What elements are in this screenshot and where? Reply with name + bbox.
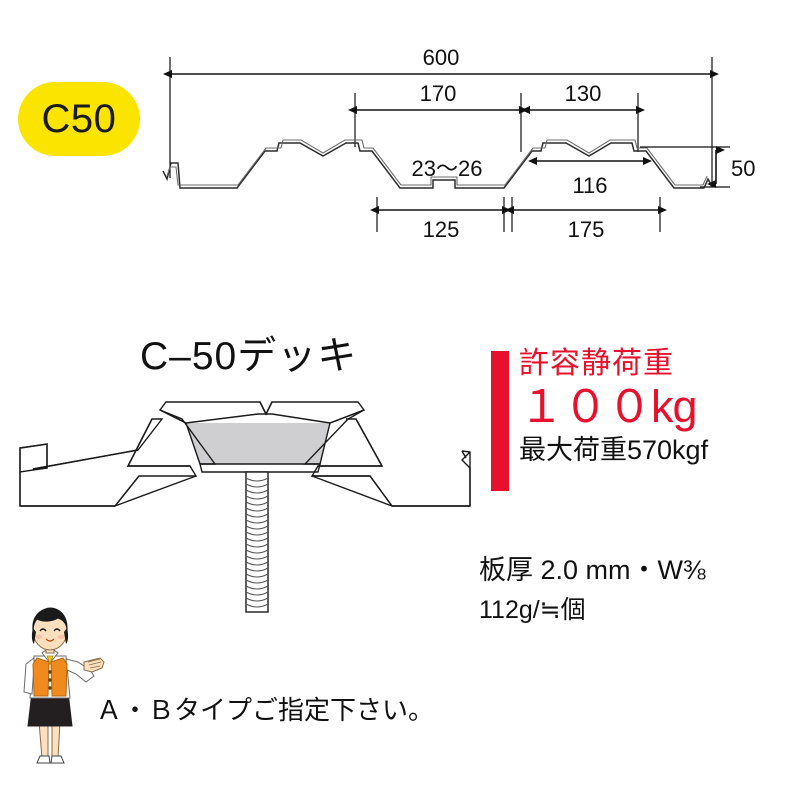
deck-perspective-illustration [0,388,490,628]
hair-side-right [64,628,69,644]
dimension-top-flange-right: 130 [521,81,645,114]
hair-side-left [31,628,36,644]
hair [32,607,68,632]
thickness-spec-block: 板厚 2.0 mm・W⅜ 112g/≒個 [479,552,799,627]
staff-illustration-svg [23,607,105,764]
deck-perspective-svg [19,401,471,613]
dimension-rib-gap-label: 23〜26 [412,156,483,181]
dimension-top-inner: 116 [528,157,652,198]
spec-max-load: 最大荷重570kgf [519,434,709,465]
cheeks [35,634,65,640]
profile-outline [162,139,713,189]
dimension-height: 50 [707,146,755,188]
mouth [45,638,55,642]
spec-value: １００kg [519,380,698,432]
dimension-130-label: 130 [565,81,602,106]
dimension-bottom-right: 175 [505,206,667,242]
dimension-overall-width: 600 [163,45,719,78]
left-arm [23,657,35,695]
dimension-top-flange-left: 170 [348,81,528,114]
vest-right [50,657,68,697]
dimension-overall-width-label: 600 [423,45,460,70]
dimension-125-label: 125 [423,217,460,242]
vest-left [32,657,50,697]
bolt-thread-lines [245,477,269,608]
weight-line: 112g/≒個 [479,596,586,625]
legs [36,721,65,764]
product-code-badge: C50 [18,82,140,156]
neck-scarf [46,655,54,666]
spec-text-block: 許容静荷重 １００kg 最大荷重570kgf [519,348,799,466]
hanger-bolt [245,471,269,613]
deck-inner-shade-v [186,423,330,464]
dimension-170-label: 170 [420,81,457,106]
cross-section-drawing: 600 170 130 23〜26 [0,0,800,270]
type-selection-note: Ａ・Ｂタイプご指定下さい。 [96,695,435,725]
staff-illustration [6,606,110,764]
cross-section-svg: 600 170 130 23〜26 [162,45,755,242]
deck-figure-title: C‒50デッキ [140,335,358,378]
product-code-label: C50 [41,97,117,141]
thickness-fraction: ⅜ [683,555,706,585]
dimension-116-label: 116 [572,173,607,198]
vest-buttons [48,670,52,690]
thickness-line: 板厚 2.0 mm・W⅜ [479,552,799,588]
dimension-175-label: 175 [568,217,605,242]
dimension-50-label: 50 [731,156,755,181]
dimension-bottom-left: 125 [370,206,511,242]
right-arm [65,658,95,683]
spec-accent-bar [491,351,509,491]
thickness-prefix: 板厚 2.0 mm・W [479,555,684,585]
spec-label: 許容静荷重 [519,347,674,380]
eyes [39,628,61,632]
hand-fingers [87,658,102,669]
